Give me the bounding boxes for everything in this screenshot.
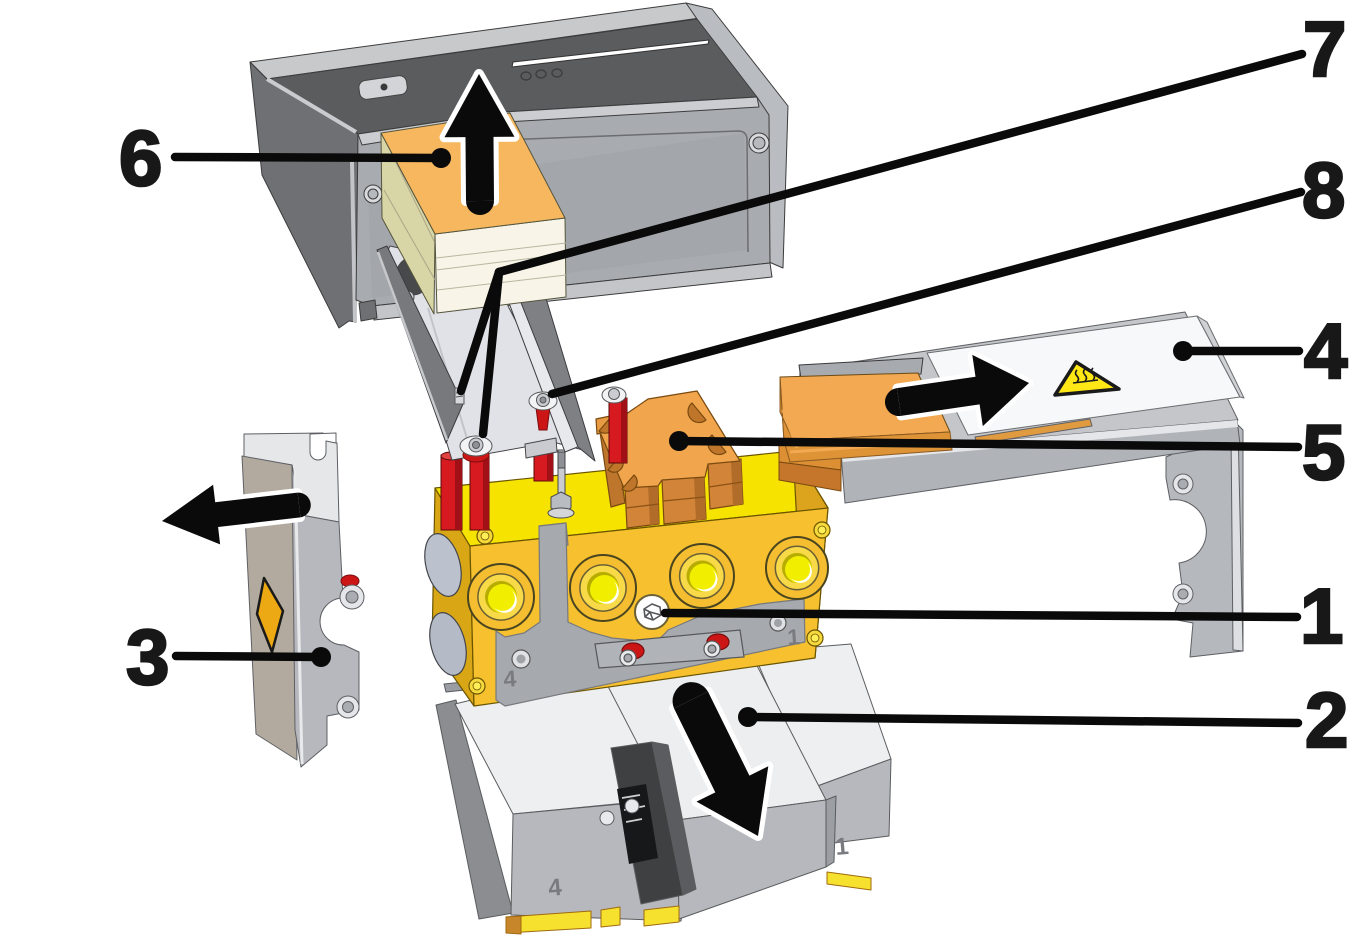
- svg-text:7: 7: [1303, 5, 1346, 93]
- svg-text:1: 1: [787, 624, 801, 650]
- svg-text:2: 2: [1305, 676, 1348, 764]
- svg-text:4: 4: [547, 874, 563, 902]
- svg-text:3: 3: [126, 613, 169, 701]
- svg-text:8: 8: [1302, 146, 1345, 234]
- svg-text:4: 4: [503, 665, 518, 692]
- svg-text:1: 1: [1300, 572, 1343, 660]
- svg-text:4: 4: [1304, 307, 1347, 395]
- svg-text:6: 6: [119, 114, 162, 202]
- svg-text:5: 5: [1302, 408, 1345, 496]
- svg-text:1: 1: [834, 833, 850, 861]
